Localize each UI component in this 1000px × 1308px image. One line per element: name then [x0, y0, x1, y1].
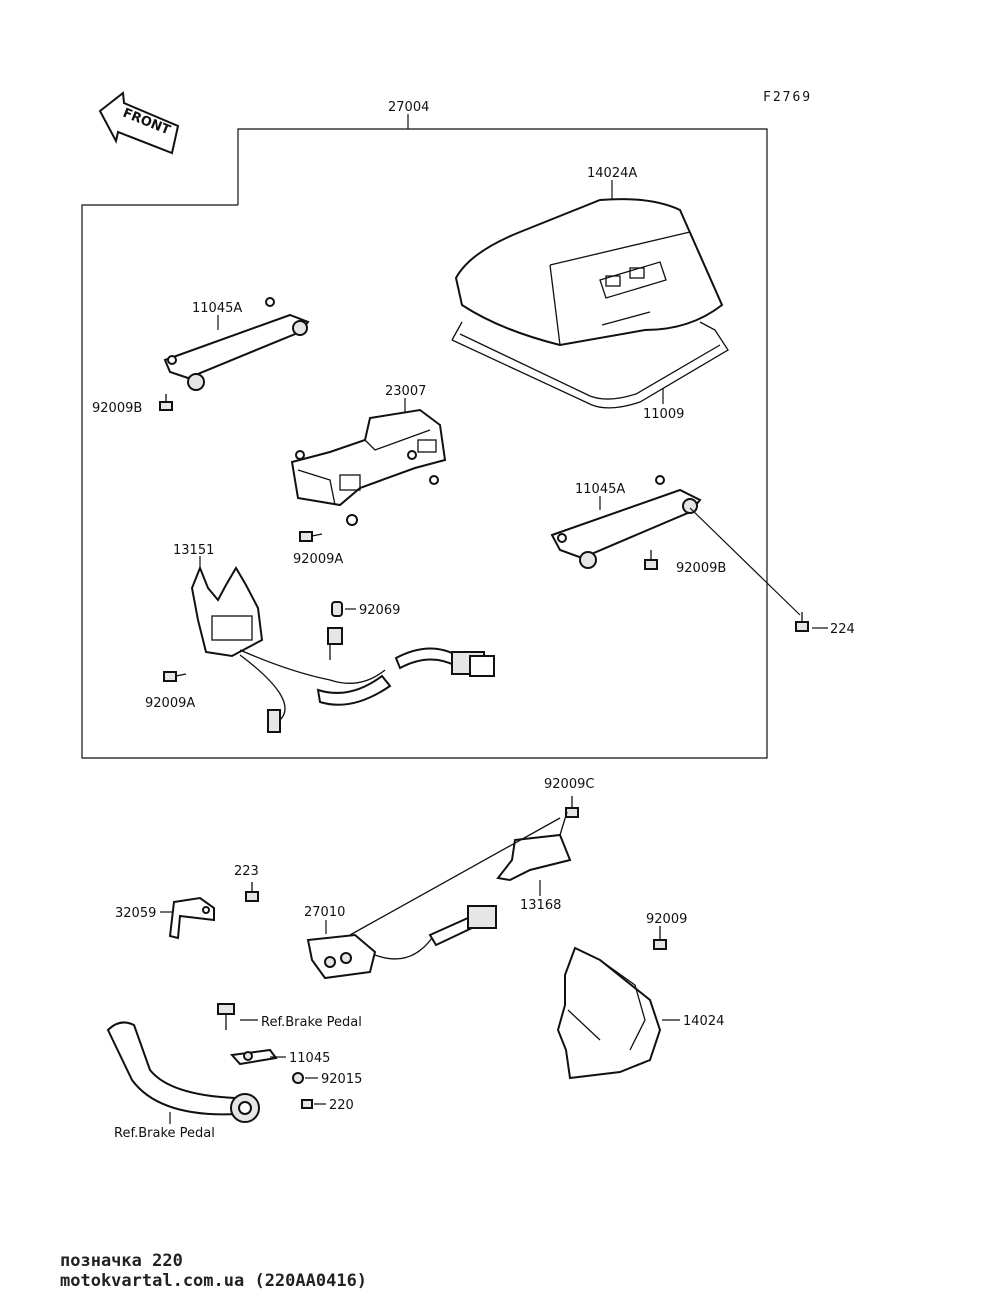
bolt-ref-brake-pedal — [217, 1003, 235, 1030]
gasket-11009 — [451, 321, 729, 409]
bolt-224 — [795, 612, 809, 632]
meter-cover-14024A — [454, 198, 724, 347]
diagram-code: F2769 — [763, 90, 812, 105]
bolt-92009A-left — [163, 671, 187, 682]
front-arrow-icon: FRONT — [98, 91, 180, 155]
bolt-92009C — [565, 796, 579, 818]
label-27004: 27004 — [388, 100, 429, 115]
bolt-92009B-left — [159, 394, 173, 411]
label-11045: 11045 — [289, 1051, 330, 1066]
brake-pedal-reference — [106, 1021, 260, 1123]
label-11045A-right: 11045A — [575, 482, 625, 497]
bracket-13168 — [496, 811, 572, 882]
label-ref-brake-pedal-top: Ref.Brake Pedal — [261, 1015, 362, 1030]
label-13168: 13168 — [520, 898, 561, 913]
label-92009: 92009 — [646, 912, 687, 927]
label-13151: 13151 — [173, 543, 214, 558]
label-223: 223 — [234, 864, 259, 879]
bolt-92009 — [653, 926, 667, 950]
bracket-11045 — [229, 1048, 278, 1066]
meter-holder-23007 — [290, 408, 447, 526]
label-11009: 11009 — [643, 407, 684, 422]
footer-caption: позначка 220 — [60, 1251, 183, 1271]
footer-source-link[interactable]: motokvartal.com.ua (220AA0416) — [60, 1271, 368, 1291]
label-92009A-left: 92009A — [145, 696, 195, 711]
label-92069: 92069 — [359, 603, 400, 618]
label-27010: 27010 — [304, 905, 345, 920]
label-92009B-left: 92009B — [92, 401, 142, 416]
label-11045A-left: 11045A — [192, 301, 242, 316]
label-220: 220 — [329, 1098, 354, 1113]
assembly-boundary — [81, 128, 768, 759]
label-92015: 92015 — [321, 1072, 362, 1087]
switch-cover-14024 — [556, 946, 662, 1080]
screw-220 — [301, 1099, 313, 1109]
bulb-socket-13151 — [190, 565, 495, 733]
label-92009B-right: 92009B — [676, 561, 726, 576]
bulb-92069 — [331, 601, 343, 617]
bolt-223 — [245, 882, 259, 902]
label-92009A-mid: 92009A — [293, 552, 343, 567]
switch-27010 — [306, 817, 561, 980]
label-224: 224 — [830, 622, 855, 637]
label-92009C: 92009C — [544, 777, 594, 792]
label-23007: 23007 — [385, 384, 426, 399]
label-32059: 32059 — [115, 906, 156, 921]
label-14024A: 14024A — [587, 166, 637, 181]
label-14024: 14024 — [683, 1014, 724, 1029]
bracket-11045A-right — [550, 475, 702, 569]
bolt-92009B-right — [644, 550, 658, 570]
nut-92015 — [292, 1072, 304, 1084]
bracket-32059 — [168, 896, 215, 940]
bolt-92009A-mid — [299, 531, 323, 542]
bracket-11045A-left — [163, 297, 310, 391]
label-ref-brake-pedal-bottom: Ref.Brake Pedal — [114, 1126, 215, 1141]
